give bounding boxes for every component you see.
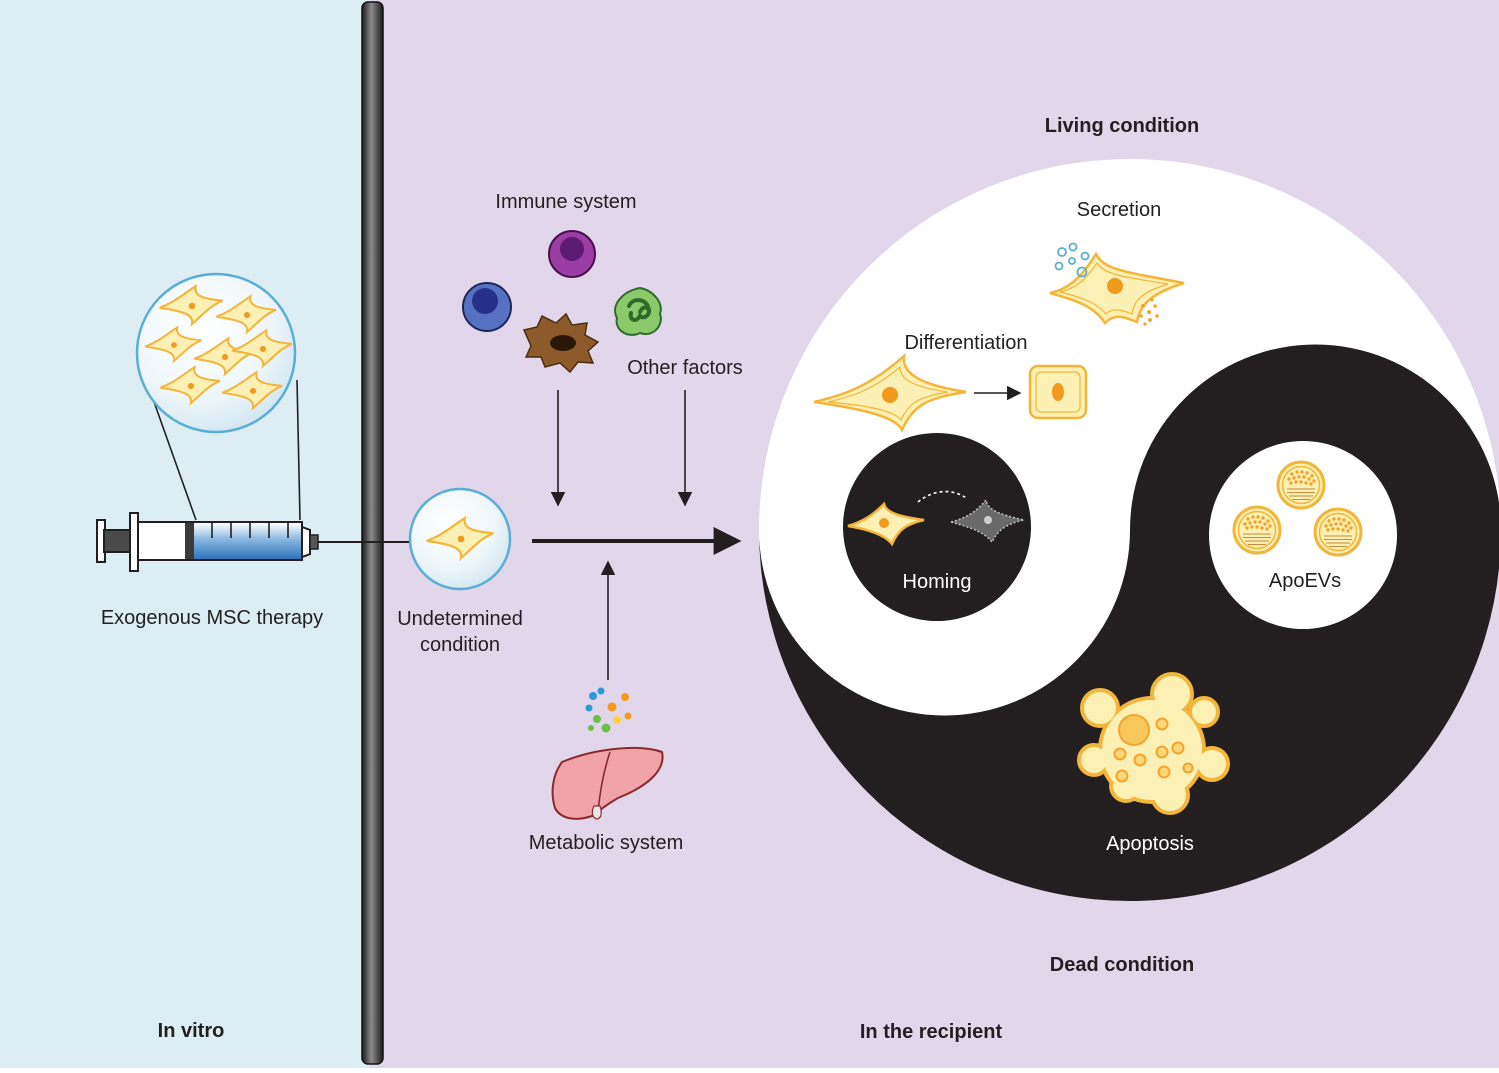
living-condition-label: Living condition (1045, 115, 1199, 137)
secretion-label: Secretion (1077, 199, 1162, 221)
immune-cells-icon (462, 230, 662, 374)
yin-yang-symbol (759, 159, 1499, 901)
msc-magnified-view (135, 272, 297, 434)
metabolic-system-label: Metabolic system (529, 832, 684, 854)
differentiation-icon (813, 352, 1088, 433)
apoevs-label: ApoEVs (1269, 570, 1341, 592)
immune-system-label: Immune system (495, 191, 636, 213)
apoptosis-label: Apoptosis (1106, 833, 1194, 855)
undetermined-label-line2: condition (420, 634, 500, 656)
liver-icon (551, 746, 664, 820)
apoptotic-cell-icon (1077, 672, 1230, 815)
dead-condition-label: Dead condition (1050, 954, 1194, 976)
metabolite-dots-icon (585, 687, 632, 733)
therapy-label: Exogenous MSC therapy (101, 607, 323, 629)
homing-icon (847, 490, 1025, 547)
homing-label: Homing (903, 571, 972, 593)
divider-bar (361, 1, 384, 1065)
secretion-cell-icon (1049, 242, 1185, 326)
in-vitro-label: In vitro (158, 1020, 225, 1042)
syringe-icon (96, 512, 410, 572)
undetermined-cell (408, 487, 512, 591)
other-factors-label: Other factors (627, 357, 743, 379)
differentiation-label: Differentiation (904, 332, 1027, 354)
in-recipient-label: In the recipient (860, 1021, 1003, 1043)
undetermined-label-line1: Undetermined (397, 608, 523, 630)
